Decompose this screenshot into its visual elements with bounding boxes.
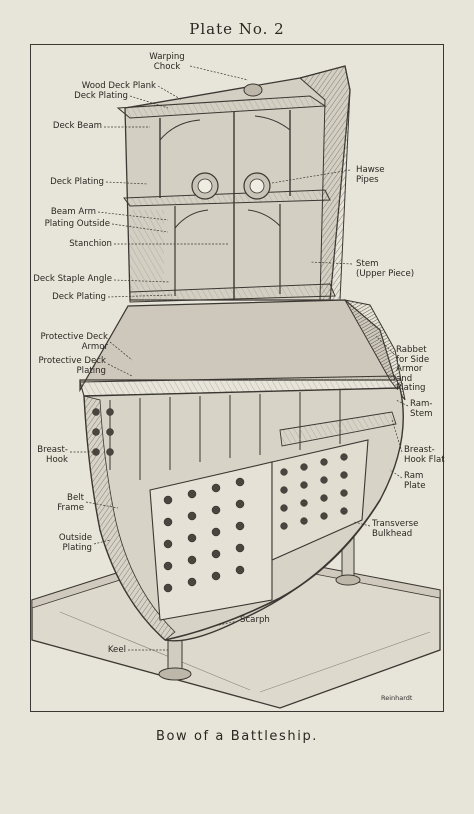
lightening-hole [235, 499, 245, 509]
label-text: Hawse Pipes [356, 165, 385, 185]
lightening-hole [106, 428, 114, 436]
label-deck-plating-3: Deck Plating [30, 292, 106, 303]
lightening-hole [320, 458, 328, 466]
lightening-hole [340, 471, 348, 479]
lightening-hole [187, 577, 197, 587]
plate-title: Plate No. 2 [189, 20, 285, 38]
lightening-hole [163, 539, 173, 549]
label-wood-deck-plank: Wood Deck Plank [60, 81, 156, 92]
label-deck-plating-top: Deck Plating [60, 91, 128, 102]
lightening-hole [320, 512, 328, 520]
label-scarph: Scarph [240, 615, 290, 626]
label-text: Breast- Hook [37, 445, 68, 465]
label-text: Scarph [240, 615, 270, 625]
lightening-hole [235, 565, 245, 575]
plate-caption: Bow of a Battleship. [155, 729, 319, 744]
label-ram-stem: Ram- Stem [410, 399, 444, 419]
upper-bow-section [116, 65, 351, 303]
lightening-hole [211, 505, 221, 515]
label-ram-plate: Ram Plate [404, 471, 440, 491]
artist-signature: Reinhardt [381, 694, 413, 702]
label-beam-arm: Beam Arm [34, 207, 96, 218]
label-text: Deck Beam [52, 121, 102, 131]
lightening-hole [92, 448, 100, 456]
lightening-hole [280, 504, 288, 512]
label-outside-plating: Outside Plating [26, 533, 92, 553]
lightening-hole [187, 489, 197, 499]
lightening-hole [211, 483, 221, 493]
lightening-hole [340, 489, 348, 497]
label-warping-chock: Warping Chock [142, 52, 192, 72]
lightening-hole [163, 495, 173, 505]
lightening-hole [187, 511, 197, 521]
label-text: Beam Arm [50, 207, 96, 217]
lightening-hole [106, 448, 114, 456]
lightening-hole [92, 428, 100, 436]
lightening-hole [320, 476, 328, 484]
label-text: Breast- Hook Flat [404, 445, 445, 465]
lightening-hole [340, 453, 348, 461]
label-rabbet: Rabbet for Side Armor and Plating [396, 345, 442, 394]
lightening-hole [300, 517, 308, 525]
lightening-hole [300, 499, 308, 507]
label-text: Plating Outside [44, 219, 110, 229]
label-text: Deck Plating [52, 292, 106, 302]
label-text: Deck Staple Angle [33, 274, 112, 284]
label-text: Ram Plate [404, 471, 426, 491]
label-deck-plating-2: Deck Plating [34, 177, 104, 188]
lightening-holes [92, 408, 348, 593]
label-deck-staple-angle: Deck Staple Angle [30, 274, 112, 285]
label-protective-deck-armor: Protective Deck Armor [30, 332, 108, 352]
label-text: Wood Deck Plank [81, 81, 156, 91]
lightening-hole [211, 549, 221, 559]
lightening-hole [280, 486, 288, 494]
lightening-hole [163, 517, 173, 527]
lightening-hole [235, 477, 245, 487]
label-text: Stem (Upper Piece) [356, 259, 415, 279]
label-breast-hook: Breast- Hook [26, 445, 68, 465]
illustration-frame [30, 44, 444, 712]
label-text: Warping Chock [149, 52, 185, 72]
label-text: Transverse Bulkhead [372, 519, 419, 539]
label-transverse-bulkhead: Transverse Bulkhead [372, 519, 436, 539]
lightening-hole [300, 463, 308, 471]
label-protective-deck-plating: Protective Deck Plating [30, 356, 106, 376]
lightening-hole [280, 522, 288, 530]
label-text: Deck Plating [74, 91, 128, 101]
lightening-hole [187, 555, 197, 565]
label-stanchion: Stanchion [40, 239, 112, 250]
label-text: Ram- Stem [410, 399, 433, 419]
label-stem-upper: Stem (Upper Piece) [356, 259, 426, 279]
lightening-hole [340, 507, 348, 515]
lightening-hole [106, 408, 114, 416]
lightening-hole [211, 527, 221, 537]
label-breast-hook-flat: Breast- Hook Flat [404, 445, 446, 465]
label-belt-frame: Belt Frame [26, 493, 84, 513]
label-keel: Keel [80, 645, 126, 656]
label-plating-outside-upper: Plating Outside [30, 219, 110, 230]
lightening-hole [211, 571, 221, 581]
lightening-hole [235, 543, 245, 553]
label-text: Protective Deck Armor [40, 332, 108, 352]
lightening-hole [235, 521, 245, 531]
label-hawse-pipes: Hawse Pipes [356, 165, 420, 185]
label-text: Outside Plating [58, 533, 92, 553]
lightening-hole [300, 481, 308, 489]
lower-hull-section [79, 299, 406, 642]
label-text: Rabbet for Side Armor and Plating [396, 345, 430, 393]
lightening-hole [92, 408, 100, 416]
label-deck-beam: Deck Beam [40, 121, 102, 132]
lightening-hole [163, 561, 173, 571]
lightening-hole [320, 494, 328, 502]
label-text: Deck Plating [50, 177, 104, 187]
label-text: Protective Deck Plating [38, 356, 106, 376]
label-text: Stanchion [69, 239, 112, 249]
lightening-hole [187, 533, 197, 543]
lightening-hole [163, 583, 173, 593]
lightening-hole [280, 468, 288, 476]
label-text: Keel [107, 645, 126, 655]
label-text: Belt Frame [57, 493, 84, 513]
